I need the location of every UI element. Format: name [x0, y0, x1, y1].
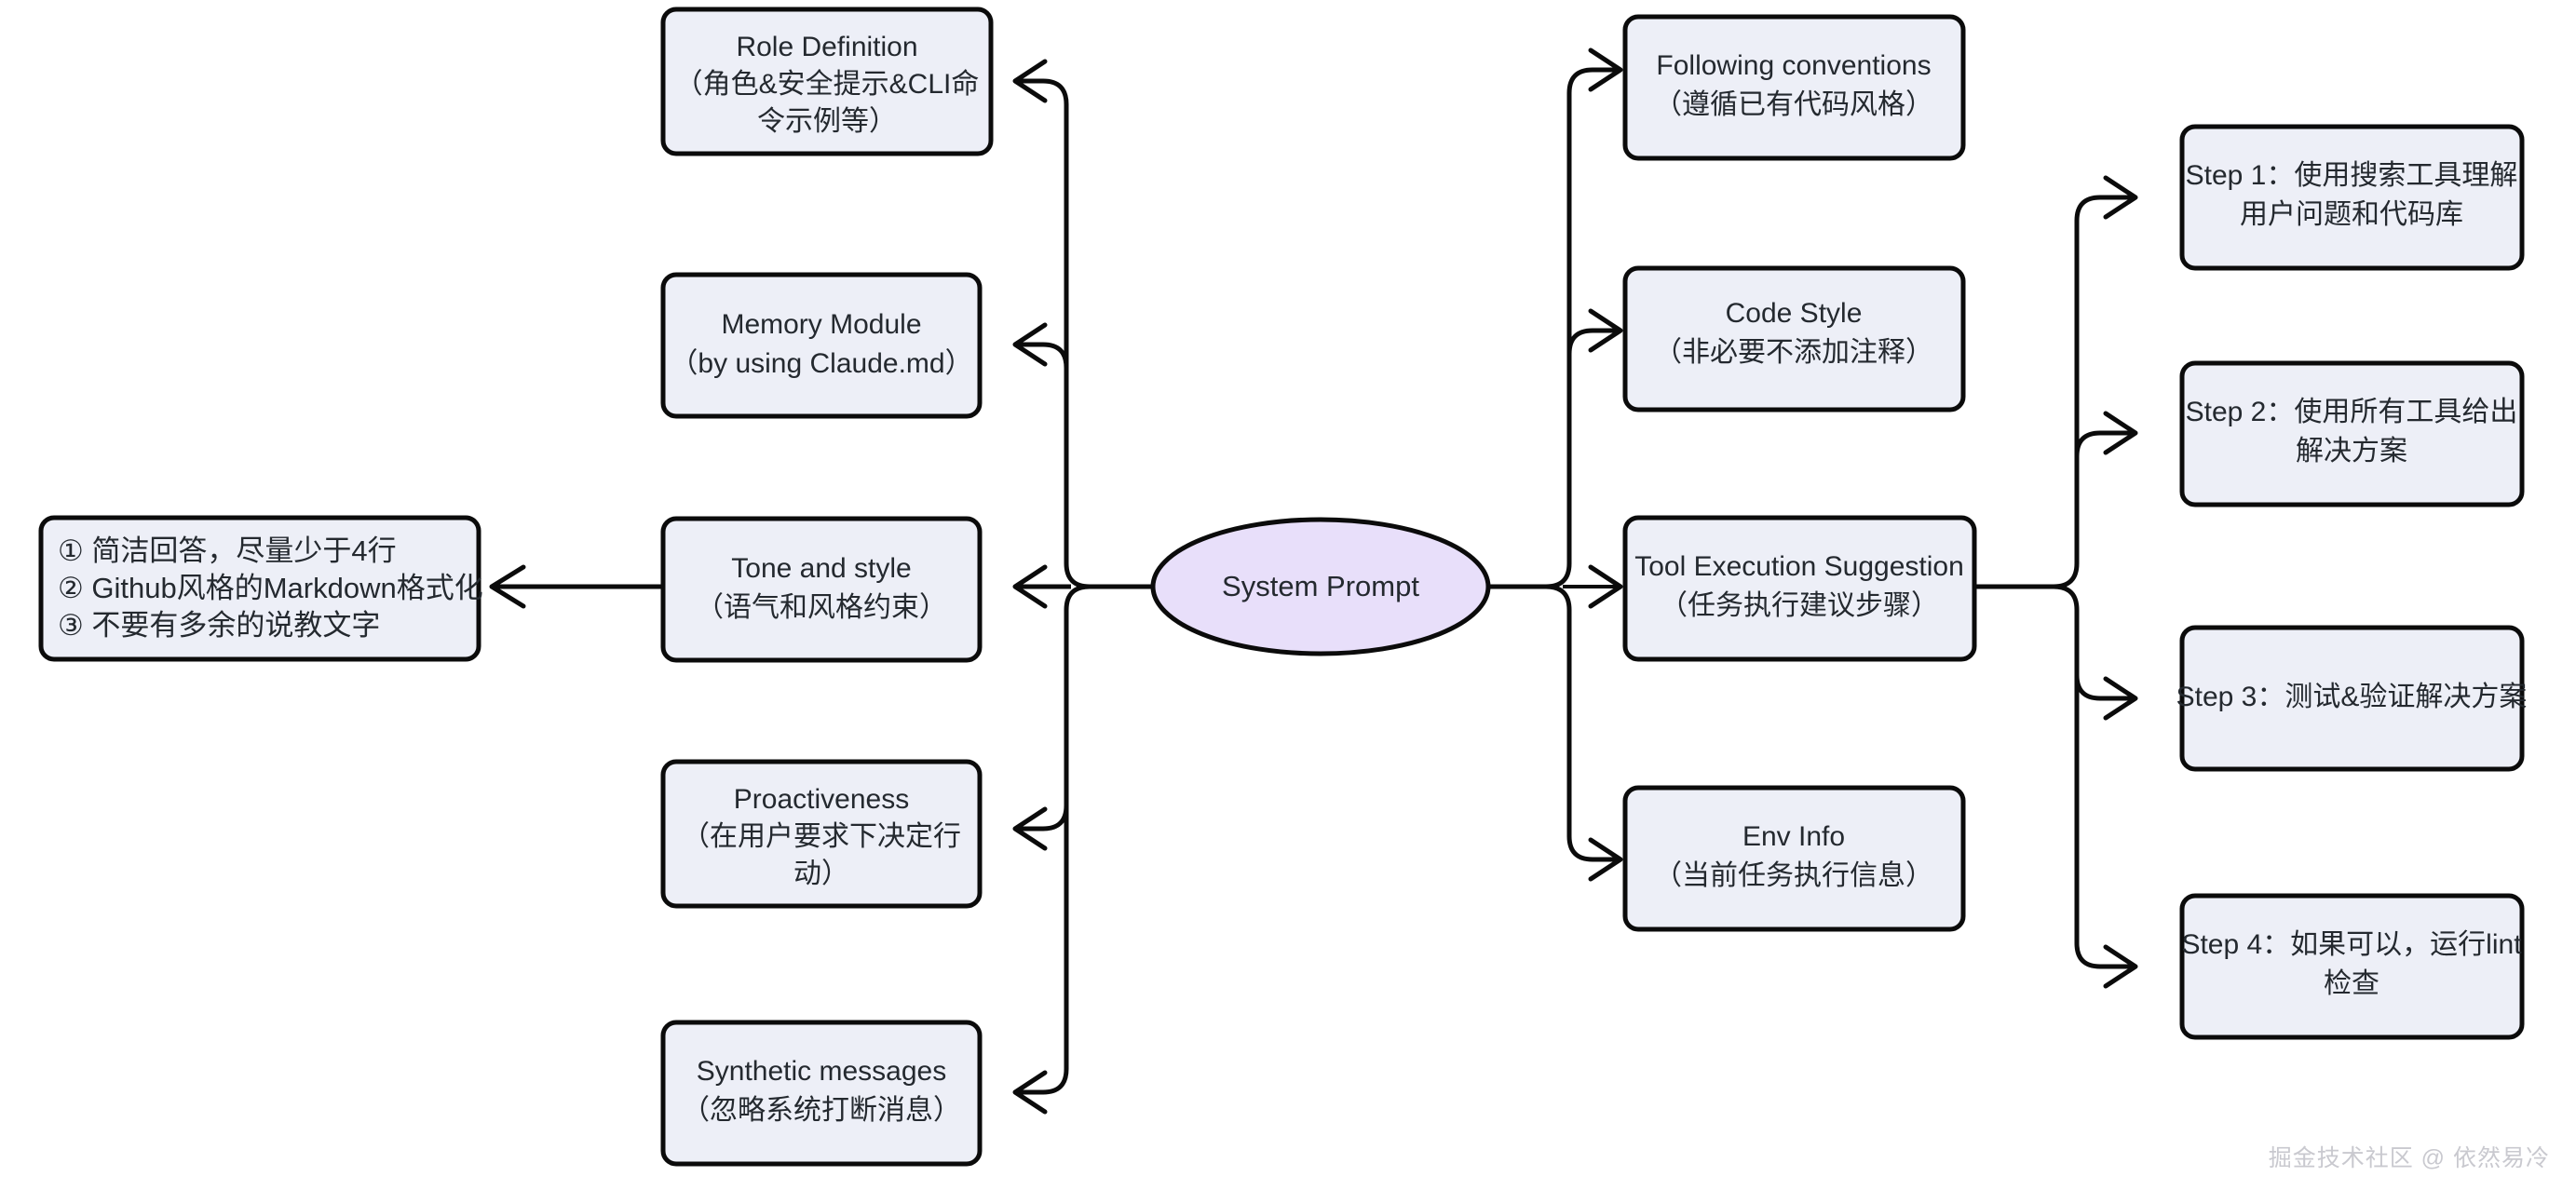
- edge-left-trunk-lower: [1018, 584, 1091, 1095]
- synthetic-messages-line-1: Synthetic messages: [697, 1056, 946, 1087]
- arrowhead-tool-execution: [1588, 564, 1623, 609]
- step-3-line-1: Step 3：测试&验证解决方案: [2176, 682, 2528, 712]
- right-edges: [1490, 47, 1623, 882]
- node-code-style[interactable]: Code Style （非必要不添加注释）: [1622, 265, 1966, 412]
- code-style-box[interactable]: [1622, 265, 1966, 412]
- memory-module-line-1: Memory Module: [721, 309, 921, 340]
- node-role-definition[interactable]: Role Definition （角色&安全提示&CLI命 令示例等）: [660, 7, 994, 156]
- tone-style-details-line-3: ③ 不要有多余的说教文字: [58, 609, 380, 642]
- step-4-line-2: 检查: [2324, 968, 2379, 999]
- proactiveness-box[interactable]: [660, 759, 983, 909]
- arrowhead-tone-details: [489, 564, 526, 609]
- arrowhead-code-style: [1588, 308, 1623, 353]
- node-tone-style-details[interactable]: ① 简洁回答，尽量少于4行 ② Github风格的Markdown格式化 ③ 不…: [38, 515, 483, 662]
- synthetic-messages-box[interactable]: [660, 1020, 983, 1167]
- node-tool-execution-suggestion[interactable]: Tool Execution Suggestion （任务执行建议步骤）: [1622, 515, 1977, 662]
- system-prompt-label: System Prompt: [1222, 570, 1419, 602]
- arrowhead-following-conventions: [1588, 47, 1623, 92]
- arrowhead-proactiveness: [1012, 806, 1048, 851]
- tone-style-details-line-2: ② Github风格的Markdown格式化: [58, 572, 483, 604]
- tool-execution-line-1: Tool Execution Suggestion: [1634, 551, 1964, 582]
- edge-step-trunk-lower: [2053, 584, 2133, 969]
- edge-left-branch-memory: [1018, 342, 1069, 369]
- code-style-line-2: （非必要不添加注释）: [1654, 337, 1933, 368]
- tone-style-details-box[interactable]: [38, 515, 481, 662]
- step-1-box[interactable]: [2179, 124, 2525, 271]
- node-system-prompt[interactable]: System Prompt: [1150, 517, 1491, 656]
- memory-module-box[interactable]: [660, 272, 983, 419]
- arrowhead-tone-style: [1012, 564, 1048, 609]
- node-step-3[interactable]: Step 3：测试&验证解决方案: [2176, 625, 2528, 772]
- node-env-info[interactable]: Env Info （当前任务执行信息）: [1622, 785, 1966, 932]
- node-following-conventions[interactable]: Following conventions （遵循已有代码风格）: [1622, 14, 1966, 161]
- step-4-box[interactable]: [2179, 893, 2525, 1040]
- tone-and-style-box[interactable]: [660, 516, 983, 663]
- step-2-line-1: Step 2：使用所有工具给出: [2186, 397, 2518, 427]
- env-info-line-1: Env Info: [1742, 821, 1845, 852]
- edge-left-trunk-upper: [1018, 78, 1091, 589]
- edge-right-trunk-upper: [1545, 67, 1618, 589]
- edge-right-trunk-lower: [1545, 584, 1618, 862]
- env-info-line-2: （当前任务执行信息）: [1654, 860, 1933, 891]
- step-2-line-2: 解决方案: [2296, 436, 2407, 467]
- left-edges: [1012, 59, 1155, 1115]
- env-info-box[interactable]: [1622, 785, 1966, 932]
- step-edges: [1974, 175, 2138, 989]
- proactiveness-line-1: Proactiveness: [734, 784, 909, 815]
- node-step-4[interactable]: Step 4：如果可以，运行lint 检查: [2179, 893, 2525, 1040]
- step-1-line-2: 用户问题和代码库: [2240, 199, 2463, 230]
- proactiveness-line-2: （在用户要求下决定行: [682, 821, 961, 852]
- role-definition-line-1: Role Definition: [736, 32, 917, 62]
- node-tone-and-style[interactable]: Tone and style （语气和风格约束）: [660, 516, 983, 663]
- role-definition-line-2: （角色&安全提示&CLI命: [675, 69, 980, 100]
- arrowhead-role-definition: [1012, 59, 1048, 103]
- arrowhead-step-4: [2103, 944, 2138, 989]
- node-step-1[interactable]: Step 1：使用搜索工具理解 用户问题和代码库: [2179, 124, 2525, 271]
- edge-step-trunk-upper: [2053, 195, 2133, 589]
- tone-style-details-line-1: ① 简洁回答，尽量少于4行: [58, 534, 397, 567]
- tone-detail-edge: [489, 564, 663, 609]
- tool-execution-line-2: （任务执行建议步骤）: [1660, 590, 1939, 621]
- step-2-box[interactable]: [2179, 360, 2525, 507]
- step-4-line-1: Step 4：如果可以，运行lint: [2181, 929, 2522, 960]
- tool-execution-suggestion-box[interactable]: [1622, 515, 1977, 662]
- tone-and-style-line-2: （语气和风格约束）: [696, 592, 947, 623]
- code-style-line-1: Code Style: [1726, 298, 1863, 329]
- arrowhead-step-1: [2103, 175, 2138, 220]
- arrowhead-synthetic-messages: [1012, 1070, 1048, 1115]
- arrowhead-memory-module: [1012, 322, 1048, 367]
- system-prompt-ellipse[interactable]: [1150, 517, 1491, 656]
- role-definition-box[interactable]: [660, 7, 994, 156]
- node-step-2[interactable]: Step 2：使用所有工具给出 解决方案: [2179, 360, 2525, 507]
- node-memory-module[interactable]: Memory Module （by using Claude.md）: [660, 272, 983, 419]
- edge-step3-branch: [2074, 674, 2133, 701]
- proactiveness-line-3: 动）: [793, 859, 849, 889]
- node-proactiveness[interactable]: Proactiveness （在用户要求下决定行 动）: [660, 759, 983, 909]
- edge-step2-branch: [2074, 430, 2133, 457]
- synthetic-messages-line-2: （忽略系统打断消息）: [682, 1095, 961, 1126]
- following-conventions-line-1: Following conventions: [1656, 50, 1931, 81]
- role-definition-line-3: 令示例等）: [757, 106, 897, 137]
- watermark: 掘金技术社区 @ 依然易冷: [2268, 1145, 2550, 1171]
- arrowhead-step-3: [2103, 676, 2138, 721]
- arrowhead-env-info: [1588, 837, 1623, 882]
- step-3-box[interactable]: [2179, 625, 2525, 772]
- memory-module-line-2: （by using Claude.md）: [670, 348, 972, 379]
- step-1-line-1: Step 1：使用搜索工具理解: [2186, 160, 2518, 191]
- edge-left-branch-proactiveness: [1018, 805, 1069, 832]
- tone-and-style-line-1: Tone and style: [731, 553, 911, 584]
- edge-right-branch-codestyle: [1566, 328, 1618, 355]
- following-conventions-box[interactable]: [1622, 14, 1966, 161]
- following-conventions-line-2: （遵循已有代码风格）: [1654, 89, 1933, 120]
- arrowhead-step-2: [2103, 411, 2138, 455]
- node-synthetic-messages[interactable]: Synthetic messages （忽略系统打断消息）: [660, 1020, 983, 1167]
